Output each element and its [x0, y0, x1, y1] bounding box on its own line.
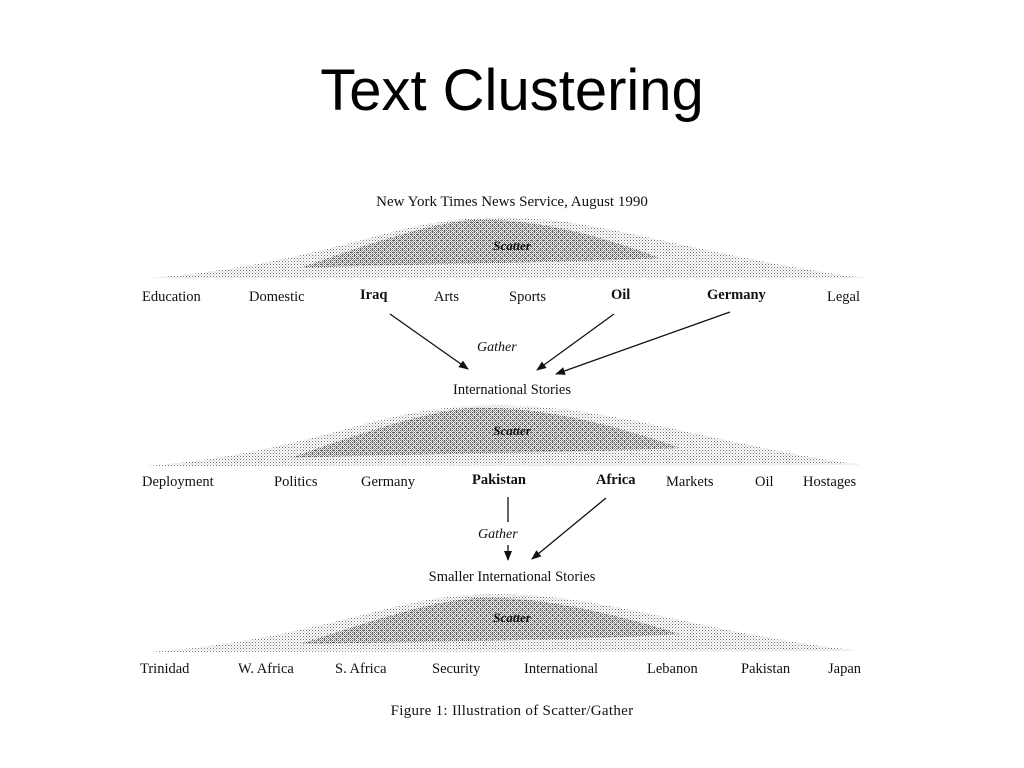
scatter-label-3: Scatter [493, 610, 531, 625]
node-sports: Sports [509, 289, 547, 305]
node-africa: Africa [596, 472, 636, 488]
scatter-label-2: Scatter [493, 423, 531, 438]
slide-title: Text Clustering [320, 58, 704, 123]
node-w-africa: W. Africa [238, 661, 294, 677]
node-germany-2: Germany [361, 474, 415, 490]
gather-arrow-oil [536, 313, 615, 371]
node-politics: Politics [274, 474, 318, 490]
node-legal: Legal [827, 289, 861, 305]
node-s-africa: S. Africa [335, 661, 387, 677]
node-pakistan-2: Pakistan [741, 661, 791, 677]
node-international: International [524, 661, 599, 677]
cluster-smaller-international-stories: Smaller International Stories [428, 569, 596, 585]
scatter-mound-3 [150, 594, 862, 652]
node-deployment: Deployment [142, 474, 214, 490]
node-trinidad: Trinidad [140, 661, 190, 677]
scatter-mound-2 [146, 405, 864, 466]
node-oil: Oil [611, 287, 631, 303]
cluster-international-stories: International Stories [453, 382, 571, 398]
node-education: Education [142, 289, 201, 305]
node-japan: Japan [828, 661, 862, 677]
gather-label-1: Gather [477, 340, 517, 355]
node-germany: Germany [707, 287, 766, 303]
figure-caption: Figure 1: Illustration of Scatter/Gather [390, 703, 634, 719]
gather-label-2: Gather [478, 527, 518, 542]
node-hostages: Hostages [803, 474, 857, 490]
gather-arrow-africa [531, 497, 607, 560]
node-lebanon: Lebanon [647, 661, 698, 677]
node-oil-2: Oil [755, 474, 774, 490]
node-pakistan: Pakistan [472, 472, 526, 488]
gather-arrow-germany [555, 311, 731, 375]
node-domestic: Domestic [249, 289, 305, 305]
node-arts: Arts [434, 289, 459, 305]
scatter-mound-1 [150, 217, 866, 278]
node-iraq: Iraq [360, 287, 388, 303]
node-markets: Markets [666, 474, 714, 490]
gather-arrow-iraq [389, 313, 469, 370]
diagram-header: New York Times News Service, August 1990 [376, 194, 648, 210]
scatter-label-1: Scatter [493, 238, 531, 253]
node-security: Security [432, 661, 481, 677]
